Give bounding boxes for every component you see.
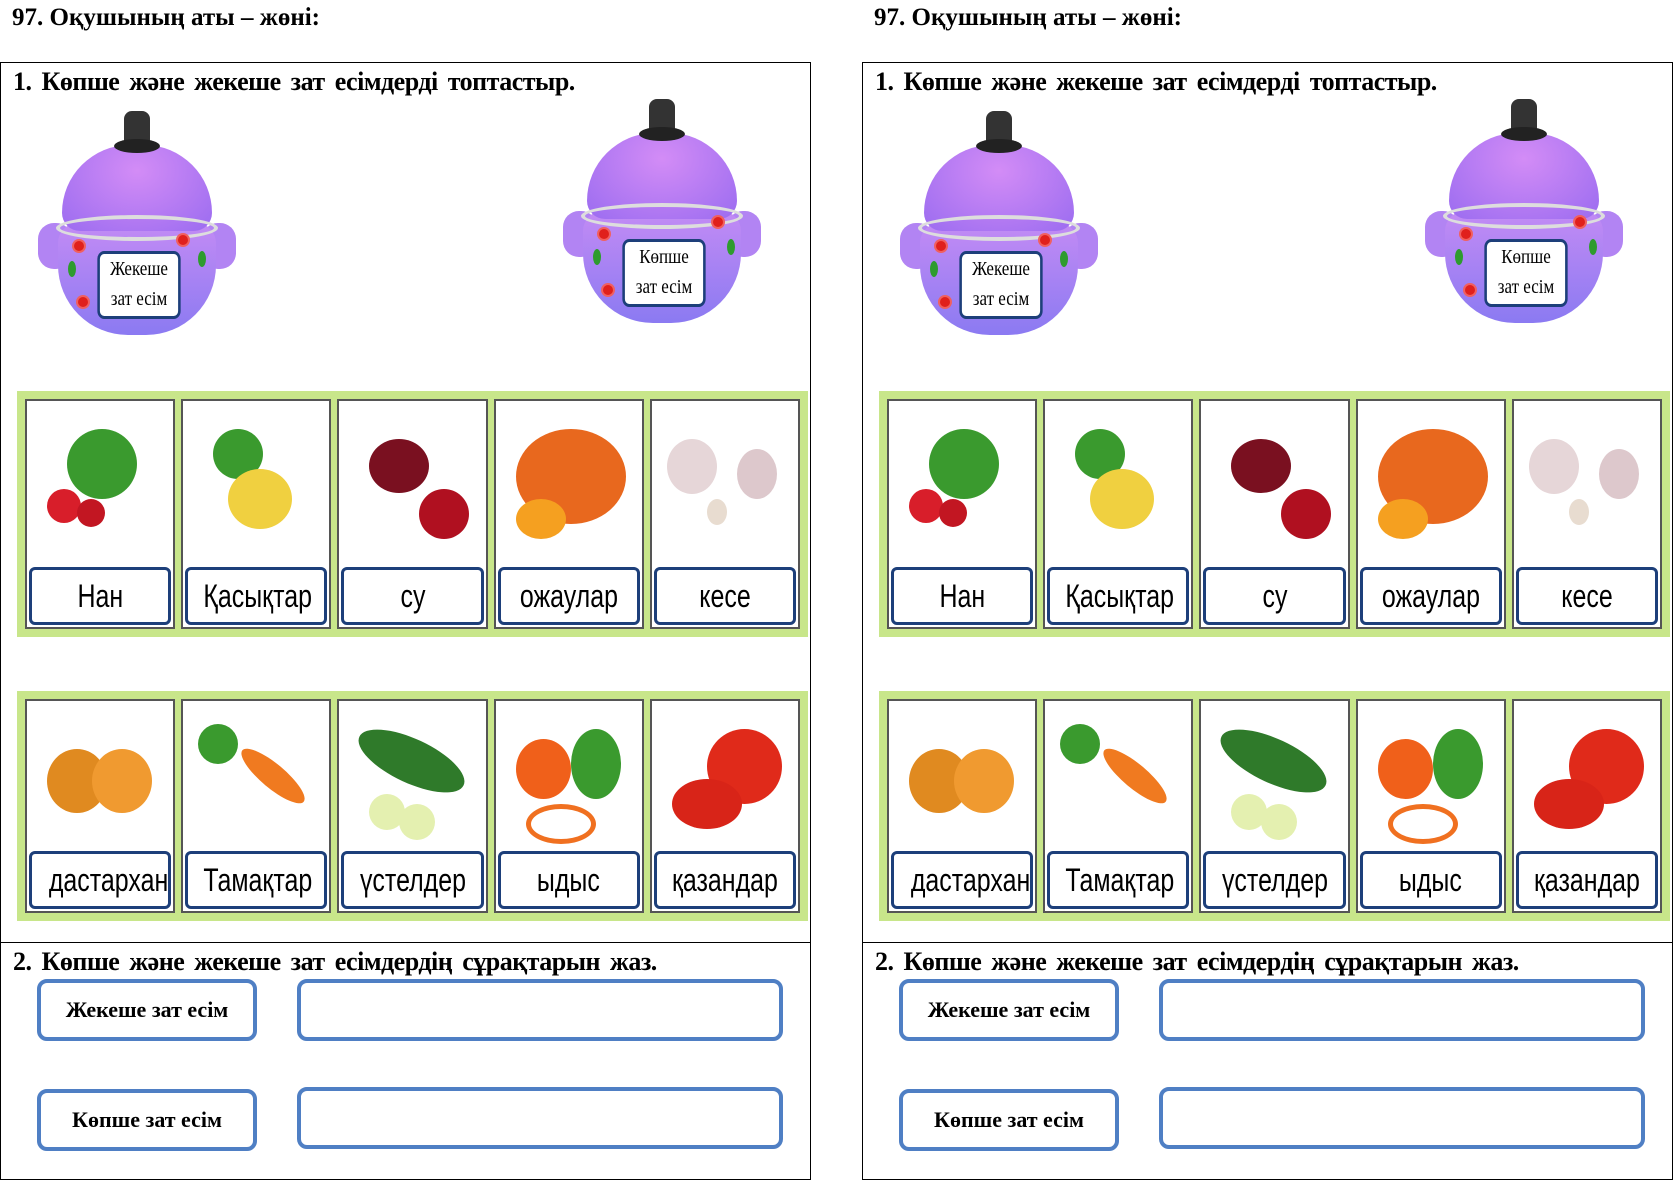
worksheet-panel: 1. Көпше және жекеше зат есімдерді топта…	[0, 62, 811, 1180]
word-card[interactable]: дастархан	[25, 699, 176, 913]
turnip-icon	[1045, 409, 1191, 549]
word-card[interactable]: ыдыс	[1355, 699, 1506, 913]
word-card[interactable]: Тамақтар	[181, 699, 332, 913]
word-card[interactable]: ожаулар	[493, 399, 644, 629]
pumpkin-icon	[496, 409, 642, 549]
word-cards-row-1: Нан Қасықтар су ожаулар кесе	[17, 391, 808, 637]
word-card[interactable]: Қасықтар	[1043, 399, 1194, 629]
word-card[interactable]: үстелдер	[1199, 699, 1350, 913]
tomato-icon	[652, 709, 798, 849]
plural-answer-box[interactable]	[1159, 1087, 1645, 1149]
task1-heading: 1. Көпше және жекеше зат есімдерді топта…	[13, 67, 575, 96]
singular-noun-label: Жекеше зат есім	[37, 979, 257, 1041]
word-card[interactable]: кесе	[1511, 399, 1663, 629]
section-divider	[1, 942, 810, 943]
task2-heading: 2. Көпше және жекеше зат есімдердің сұра…	[13, 947, 657, 976]
word-card[interactable]: кесе	[649, 399, 801, 629]
singular-noun-label: Жекеше зат есім	[899, 979, 1119, 1041]
plural-noun-label: Көпше зат есім	[37, 1089, 257, 1151]
garlic-icon	[652, 409, 798, 549]
sheet-title: 97. Оқушының аты – жөні:	[874, 4, 1183, 31]
pepper-icon	[496, 709, 642, 849]
beet-icon	[1201, 409, 1347, 549]
cucumber-icon	[339, 709, 485, 849]
word-card[interactable]: үстелдер	[337, 699, 488, 913]
sheet-title: 97. Оқушының аты – жөні:	[12, 4, 321, 31]
beet-icon	[339, 409, 485, 549]
radish-icon	[27, 409, 173, 549]
onion-icon	[27, 709, 173, 849]
pumpkin-icon	[1358, 409, 1504, 549]
word-card[interactable]: ожаулар	[1355, 399, 1506, 629]
singular-answer-box[interactable]	[1159, 979, 1645, 1041]
worksheet-panel: 1. Көпше және жекеше зат есімдерді топта…	[862, 62, 1673, 1180]
word-card[interactable]: Қасықтар	[181, 399, 332, 629]
radish-icon	[889, 409, 1035, 549]
cucumber-icon	[1201, 709, 1347, 849]
plural-noun-label: Көпше зат есім	[899, 1089, 1119, 1151]
word-cards-row-1: Нан Қасықтар су ожаулар кесе	[879, 391, 1670, 637]
word-card[interactable]: су	[337, 399, 488, 629]
task1-heading: 1. Көпше және жекеше зат есімдерді топта…	[875, 67, 1437, 96]
singular-answer-box[interactable]	[297, 979, 783, 1041]
turnip-icon	[183, 409, 329, 549]
word-cards-row-2: дастархан Тамақтар үстелдер ыдыс қазанда…	[17, 691, 808, 921]
word-card[interactable]: қазандар	[1511, 699, 1663, 913]
carrot-icon	[1045, 709, 1191, 849]
word-card[interactable]: дастархан	[887, 699, 1038, 913]
section-divider	[863, 942, 1672, 943]
garlic-icon	[1514, 409, 1660, 549]
word-card[interactable]: қазандар	[649, 699, 801, 913]
word-card[interactable]: ыдыс	[493, 699, 644, 913]
pepper-icon	[1358, 709, 1504, 849]
plural-answer-box[interactable]	[297, 1087, 783, 1149]
word-card[interactable]: су	[1199, 399, 1350, 629]
word-card[interactable]: Нан	[25, 399, 176, 629]
tomato-icon	[1514, 709, 1660, 849]
word-card[interactable]: Тамақтар	[1043, 699, 1194, 913]
task2-heading: 2. Көпше және жекеше зат есімдердің сұра…	[875, 947, 1519, 976]
worksheet-right: 97. Оқушының аты – жөні: 1. Көпше және ж…	[862, 0, 1676, 1184]
word-cards-row-2: дастархан Тамақтар үстелдер ыдыс қазанда…	[879, 691, 1670, 921]
carrot-icon	[183, 709, 329, 849]
word-card[interactable]: Нан	[887, 399, 1038, 629]
onion-icon	[889, 709, 1035, 849]
